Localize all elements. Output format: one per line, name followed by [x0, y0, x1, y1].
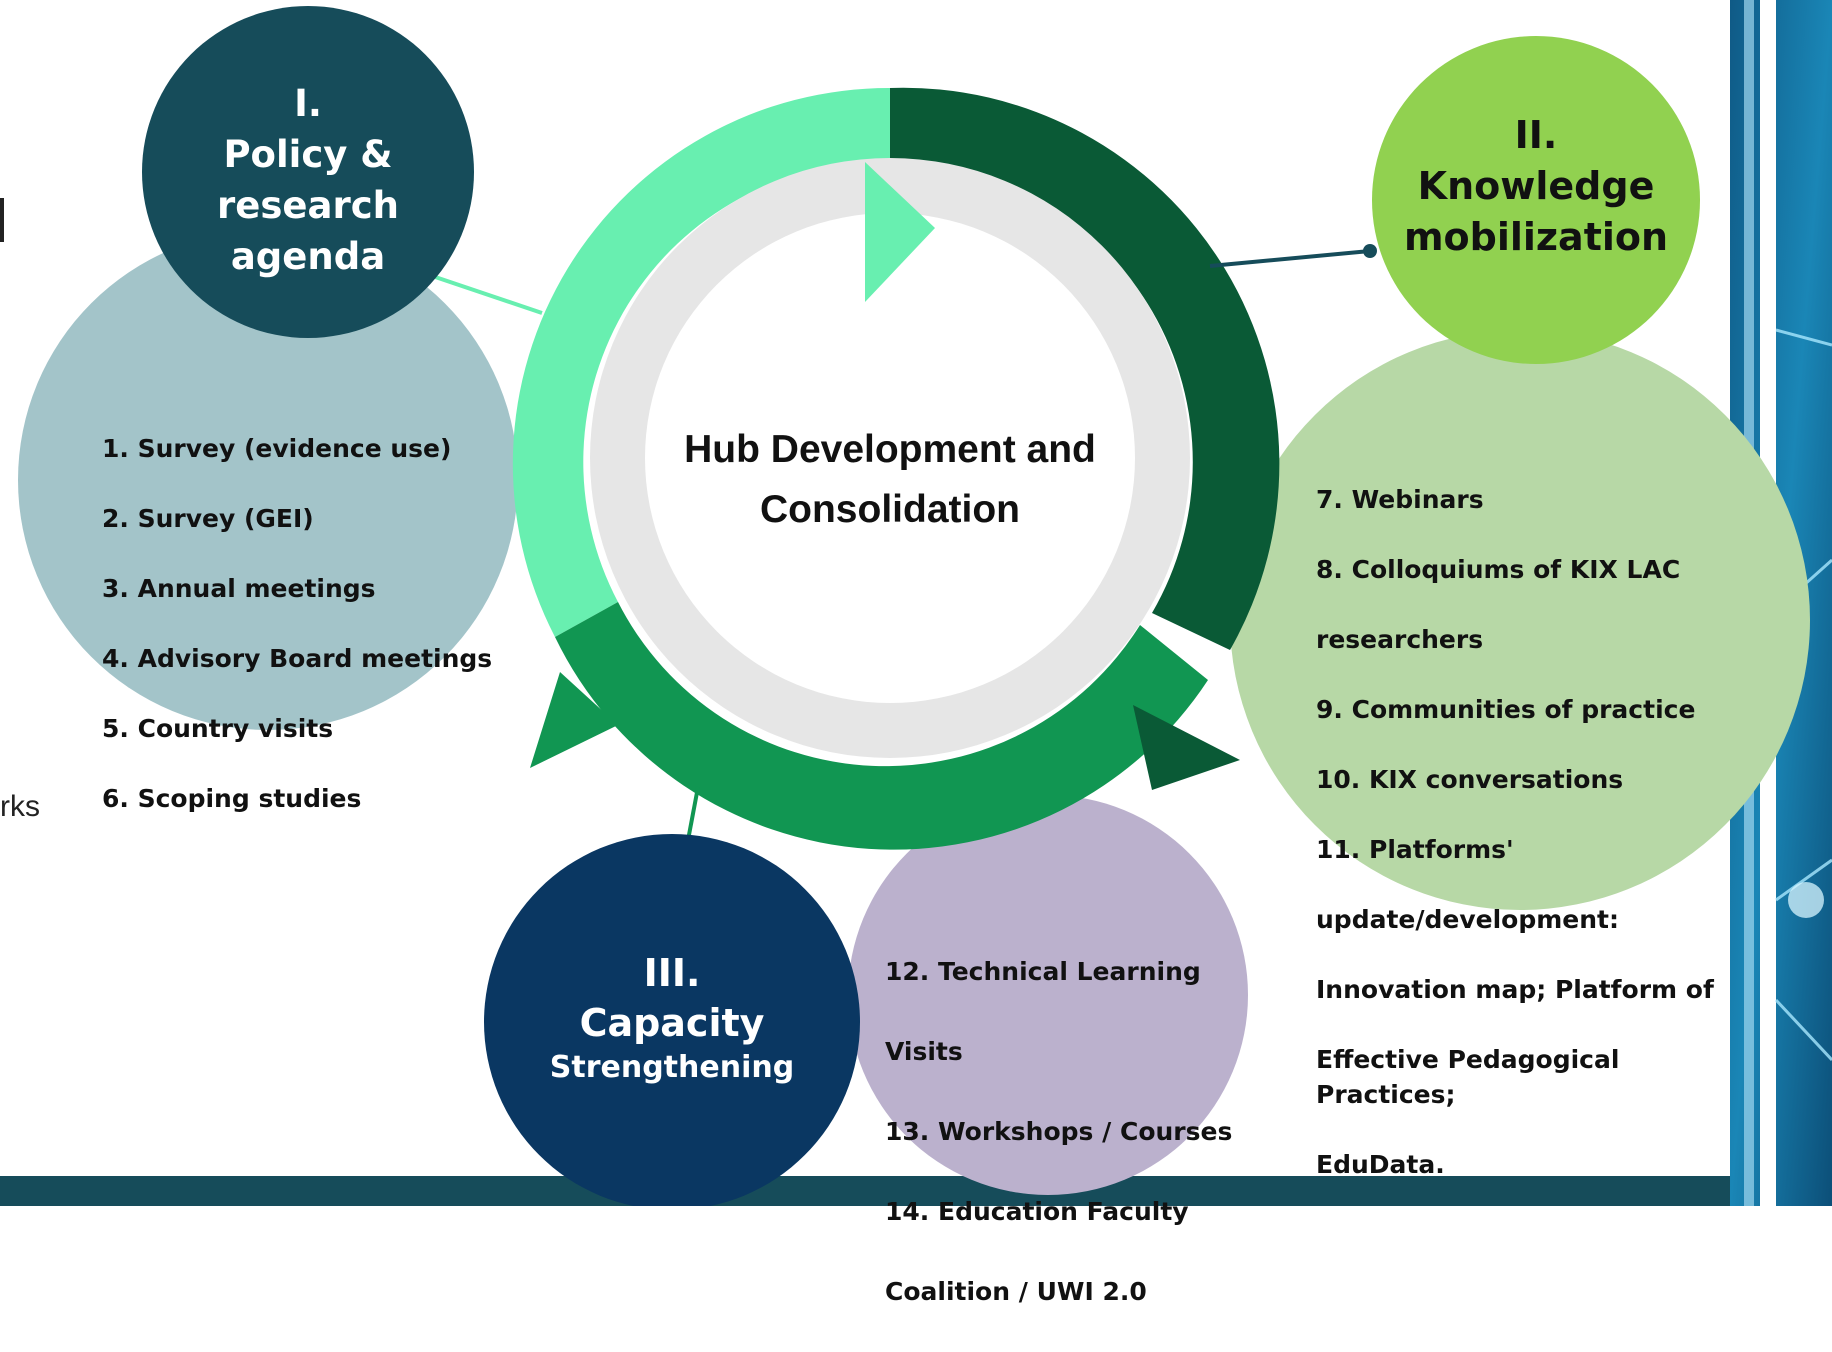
- component-3-items: 12. Technical Learning Visits 13. Worksh…: [885, 912, 1245, 1352]
- component-3-title-line-1: Capacity: [579, 1001, 765, 1045]
- component-2-item: 11. Platforms': [1316, 835, 1514, 864]
- component-1-title-line-2: research: [217, 184, 399, 227]
- component-2-item: 9. Communities of practice: [1316, 695, 1696, 724]
- component-1-title-line-1: Policy &: [223, 133, 393, 176]
- component-3-numeral: III.: [643, 951, 701, 995]
- component-1-item: 1. Survey (evidence use): [102, 434, 452, 463]
- ring-arc-light: [512, 87, 890, 638]
- arrow-head-mid: [530, 672, 618, 768]
- component-1-title-circle: [142, 6, 474, 338]
- component-1-numeral: I.: [294, 82, 322, 125]
- component-1-title-line-3: agenda: [230, 235, 386, 278]
- component-2-items: 7. Webinars 8. Colloquiums of KIX LAC re…: [1316, 447, 1756, 1217]
- component-3-item: 12. Technical Learning: [885, 957, 1201, 986]
- component-2-item: 7. Webinars: [1316, 485, 1484, 514]
- component-2-title-line-2: mobilization: [1403, 215, 1669, 259]
- component-3-title-circle: [484, 834, 860, 1206]
- footer-bar: [0, 1176, 1730, 1206]
- cycle-diagram: [0, 0, 1832, 1206]
- ring-center-white: [645, 213, 1135, 703]
- component-2-item: Innovation map; Platform of: [1316, 975, 1714, 1004]
- component-2-item: Effective Pedagogical Practices;: [1316, 1045, 1620, 1109]
- panel-glow-spot: [1788, 882, 1824, 918]
- component-2-title-line-1: Knowledge: [1417, 164, 1655, 208]
- component-2-item: EduData.: [1316, 1150, 1445, 1179]
- center-title-line-1: Hub Development and: [684, 428, 1096, 471]
- component-2-item: 10. KIX conversations: [1316, 765, 1624, 794]
- component-1-title: I. Policy & research agenda: [168, 78, 448, 282]
- component-3-title-line-2: Strengthening: [549, 1050, 795, 1085]
- component-3-item: Visits: [885, 1037, 963, 1066]
- component-3-item: Coalition / UWI 2.0: [885, 1277, 1147, 1306]
- ring-arc-dark: [890, 87, 1280, 651]
- component-1-item: 3. Annual meetings: [102, 574, 376, 603]
- connector-dot-2: [1363, 244, 1377, 258]
- component-1-item: 6. Scoping studies: [102, 784, 362, 813]
- arrow-head-light: [865, 162, 935, 302]
- component-2-list-circle: [1230, 330, 1810, 910]
- component-1-list-circle: [18, 230, 518, 730]
- component-1-items: 1. Survey (evidence use) 2. Survey (GEI)…: [102, 396, 522, 851]
- component-2-item: 8. Colloquiums of KIX LAC: [1316, 555, 1681, 584]
- component-2-item: update/development:: [1316, 905, 1619, 934]
- component-3-item: 14. Education Faculty: [885, 1197, 1189, 1226]
- component-3-item: 13. Workshops / Courses: [885, 1117, 1233, 1146]
- component-3-title: III. Capacity Strengthening: [532, 948, 812, 1088]
- component-2-item: researchers: [1316, 625, 1484, 654]
- component-3-list-circle: [848, 795, 1248, 1195]
- component-2-title: II. Knowledge mobilization: [1386, 110, 1686, 263]
- cropped-text-fragment: rks: [0, 790, 40, 823]
- connector-line-2: [1209, 249, 1371, 268]
- center-title-line-2: Consolidation: [760, 488, 1020, 531]
- component-1-item: 2. Survey (GEI): [102, 504, 314, 533]
- center-title: Hub Development and Consolidation: [640, 420, 1140, 540]
- arrow-head-dark: [1133, 705, 1240, 790]
- component-2-numeral: II.: [1514, 113, 1558, 157]
- component-1-item: 5. Country visits: [102, 714, 334, 743]
- ring-arc-mid: [555, 602, 1208, 850]
- component-2-title-circle: [1372, 36, 1700, 364]
- cropped-bar-fragment: [0, 198, 4, 242]
- component-1-item: 4. Advisory Board meetings: [102, 644, 493, 673]
